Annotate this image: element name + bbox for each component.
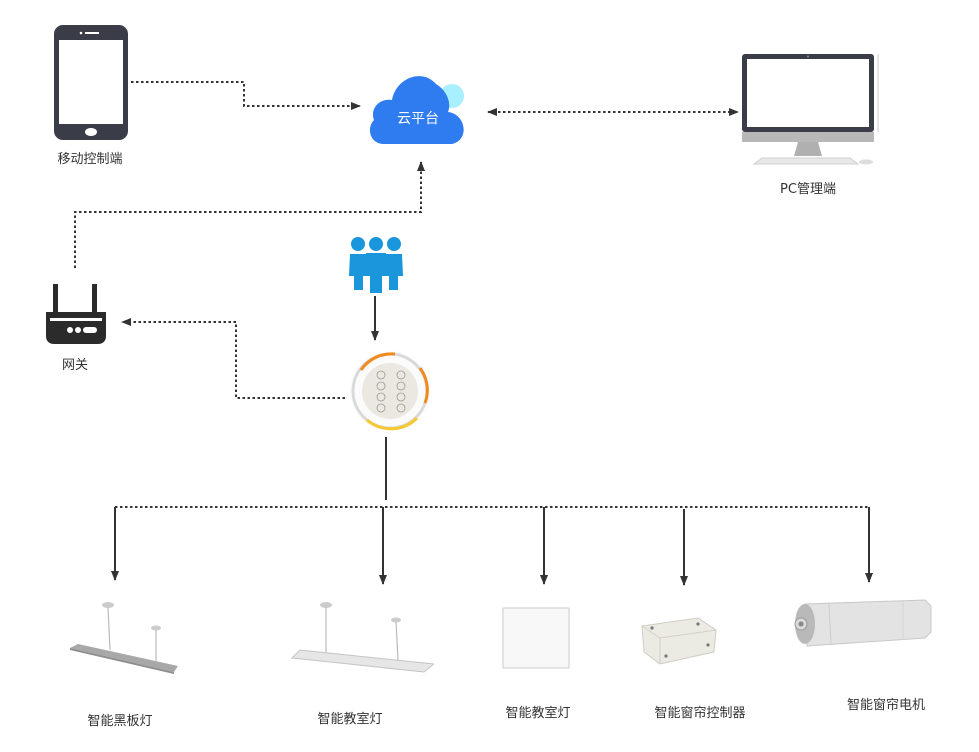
device-node — [640, 612, 720, 668]
cloud-node — [362, 66, 474, 150]
connector-panel-to-gateway — [121, 318, 345, 399]
control-panel-icon — [350, 351, 430, 431]
cloud-label: 云平台 — [397, 111, 439, 127]
connector-gateway-to-cloud — [74, 161, 425, 268]
pc-node — [740, 52, 882, 172]
curtain-controller-icon — [641, 617, 717, 665]
router-icon — [46, 284, 106, 344]
gateway-label: 网关 — [61, 358, 88, 373]
device-label: 智能教室灯 — [505, 706, 571, 721]
classroom-linear-light-icon — [290, 602, 436, 673]
device-label: 智能窗帘控制器 — [654, 706, 746, 721]
device-label: 智能教室灯 — [317, 712, 383, 727]
blackboard-light-icon — [70, 602, 178, 674]
desktop-computer-icon — [742, 54, 879, 165]
mobile-label: 移动控制端 — [57, 152, 123, 167]
curtain-motor-icon — [794, 599, 932, 647]
connector-mobile-to-cloud — [131, 81, 361, 110]
mobile-node — [53, 25, 129, 141]
panel-light-icon — [502, 607, 570, 669]
device-node — [68, 600, 180, 676]
device-label: 智能窗帘电机 — [846, 698, 925, 713]
device-node — [793, 598, 933, 650]
cloud-icon — [369, 76, 464, 144]
smartphone-icon — [54, 25, 128, 140]
device-node — [288, 600, 436, 676]
device-node — [502, 607, 570, 669]
users-node — [346, 236, 406, 294]
users-group-icon — [349, 237, 403, 293]
gateway-node — [40, 284, 112, 346]
control-panel-node — [345, 348, 435, 434]
pc-label: PC管理端 — [780, 182, 836, 197]
device-label: 智能黑板灯 — [87, 714, 153, 729]
